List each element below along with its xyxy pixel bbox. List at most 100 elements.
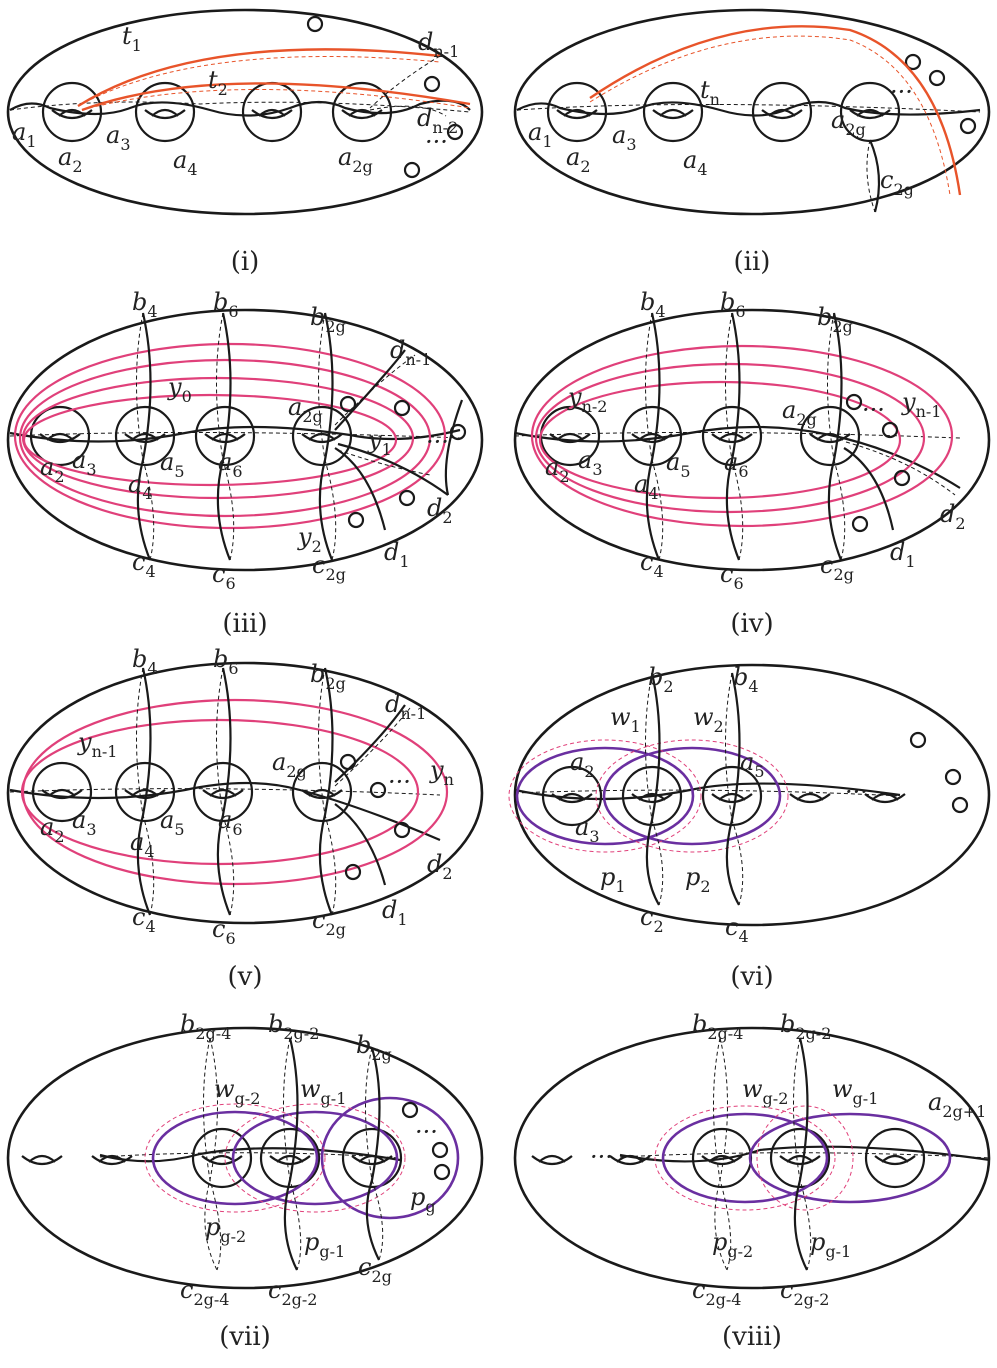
curve-b4-c4 [725,672,741,906]
curve-label: a6 [218,448,243,481]
curve-wg-1 [756,1105,854,1211]
curve-pg-2 [151,1110,319,1206]
surface-boundary [513,1026,991,1290]
curve-label: yn [429,756,454,789]
curve-label: wg-1 [300,1075,346,1108]
curve-b4-back [645,312,664,561]
curve-d [369,55,441,109]
chain-back [619,1152,991,1159]
chain-curve [9,99,471,117]
curve-b2g-2-c2g-2 [793,1037,809,1271]
curve-label: a2 [58,143,83,176]
curve-label: c6 [720,560,744,593]
curve-label: t1 [122,22,142,55]
genus-2 [644,83,702,141]
surface-boundary [6,308,484,572]
curve-label: d1 [382,896,408,929]
curve-b2g-2-back [793,1037,812,1271]
curve-t1-back [77,56,441,107]
curve-label: yn-2 [567,383,607,416]
curve-label: wg-2 [742,1075,788,1108]
genus-hole [20,1154,64,1166]
curve-d2 [337,442,449,496]
curve-d2 [845,441,956,496]
curve-label: a2 [570,748,595,781]
curve-b2g-back [318,312,337,561]
curve-label: c2g-4 [180,1276,229,1309]
curve-label: a3 [72,806,97,839]
curve-pg-2 [661,1112,829,1204]
curve-b2g-back [365,1047,384,1261]
puncture [339,395,357,413]
curve-t2 [81,82,471,112]
curve-label: b2g [310,303,346,336]
curve-yn-1 [20,718,420,866]
puncture [851,515,869,533]
curve-w2 [595,739,789,853]
surface-boundary [513,663,991,927]
puncture [401,1101,419,1119]
curve-label: pg-2 [712,1228,753,1261]
panel-v [6,661,484,925]
curve-pg-1 [748,1112,952,1204]
curve-label: a5 [160,806,185,839]
chain-curve [9,425,461,443]
curve-label: c2g-4 [692,1276,741,1309]
puncture [845,393,863,411]
curve-label: a2 [40,453,65,486]
curve-label: b4 [733,663,759,696]
panel-i [6,8,484,216]
curve-label: dn-1 [390,336,431,369]
curve-label: tn [700,76,720,109]
curve-label: a5 [160,448,185,481]
curve-label: yn-1 [77,728,117,761]
puncture [928,69,946,87]
curve-y0 [13,342,447,530]
panel-ii [513,8,991,216]
curve-yn-2 [530,344,954,528]
curve-b2-c2 [645,672,661,906]
curve-label: b6 [720,288,746,321]
curve-label: p1 [600,863,626,896]
curve-b6-back [216,667,235,916]
panel-iv [513,308,991,572]
curve-label: a3 [575,813,600,846]
surface-boundary [6,661,484,925]
curve-label: ··· [845,778,868,806]
curve-b4-back [136,312,155,561]
curve-label: a2g [782,396,817,429]
curve-label: d2 [427,850,453,883]
curve-label: b2g [817,303,853,336]
curve-label: c4 [132,548,156,581]
curve-yn-2-inner [534,362,926,514]
curve-dn-1 [334,354,416,426]
curve-dn-1-back [334,707,411,787]
curve-label: pg-2 [205,1213,246,1246]
panel-caption: (vi) [730,962,773,992]
curve-d1 [334,803,387,886]
curve-label: a4 [130,828,155,861]
curve-dn-1 [334,349,406,431]
curve-label: a2g [288,393,323,426]
curve-b4-back [725,672,744,906]
curve-label: c2g-2 [268,1276,317,1309]
curve-label: b2g-4 [692,1010,743,1043]
curve-c2g-back [866,139,876,213]
curve-label: c2g [880,166,914,199]
curve-label: b6 [213,645,239,678]
curve-label: b4 [132,645,158,678]
curve-b4-c4 [136,312,152,561]
curve-label: a4 [683,146,708,179]
curve-label: d2 [427,494,453,527]
curve-label: dn-1 [385,690,426,723]
curve-d1 [843,447,895,531]
curve-label: a3 [106,121,131,154]
puncture [393,821,411,839]
puncture [369,781,387,799]
puncture [347,511,365,529]
puncture [339,753,357,771]
genus-hole [530,1154,574,1166]
curve-label: b2g [310,660,346,693]
